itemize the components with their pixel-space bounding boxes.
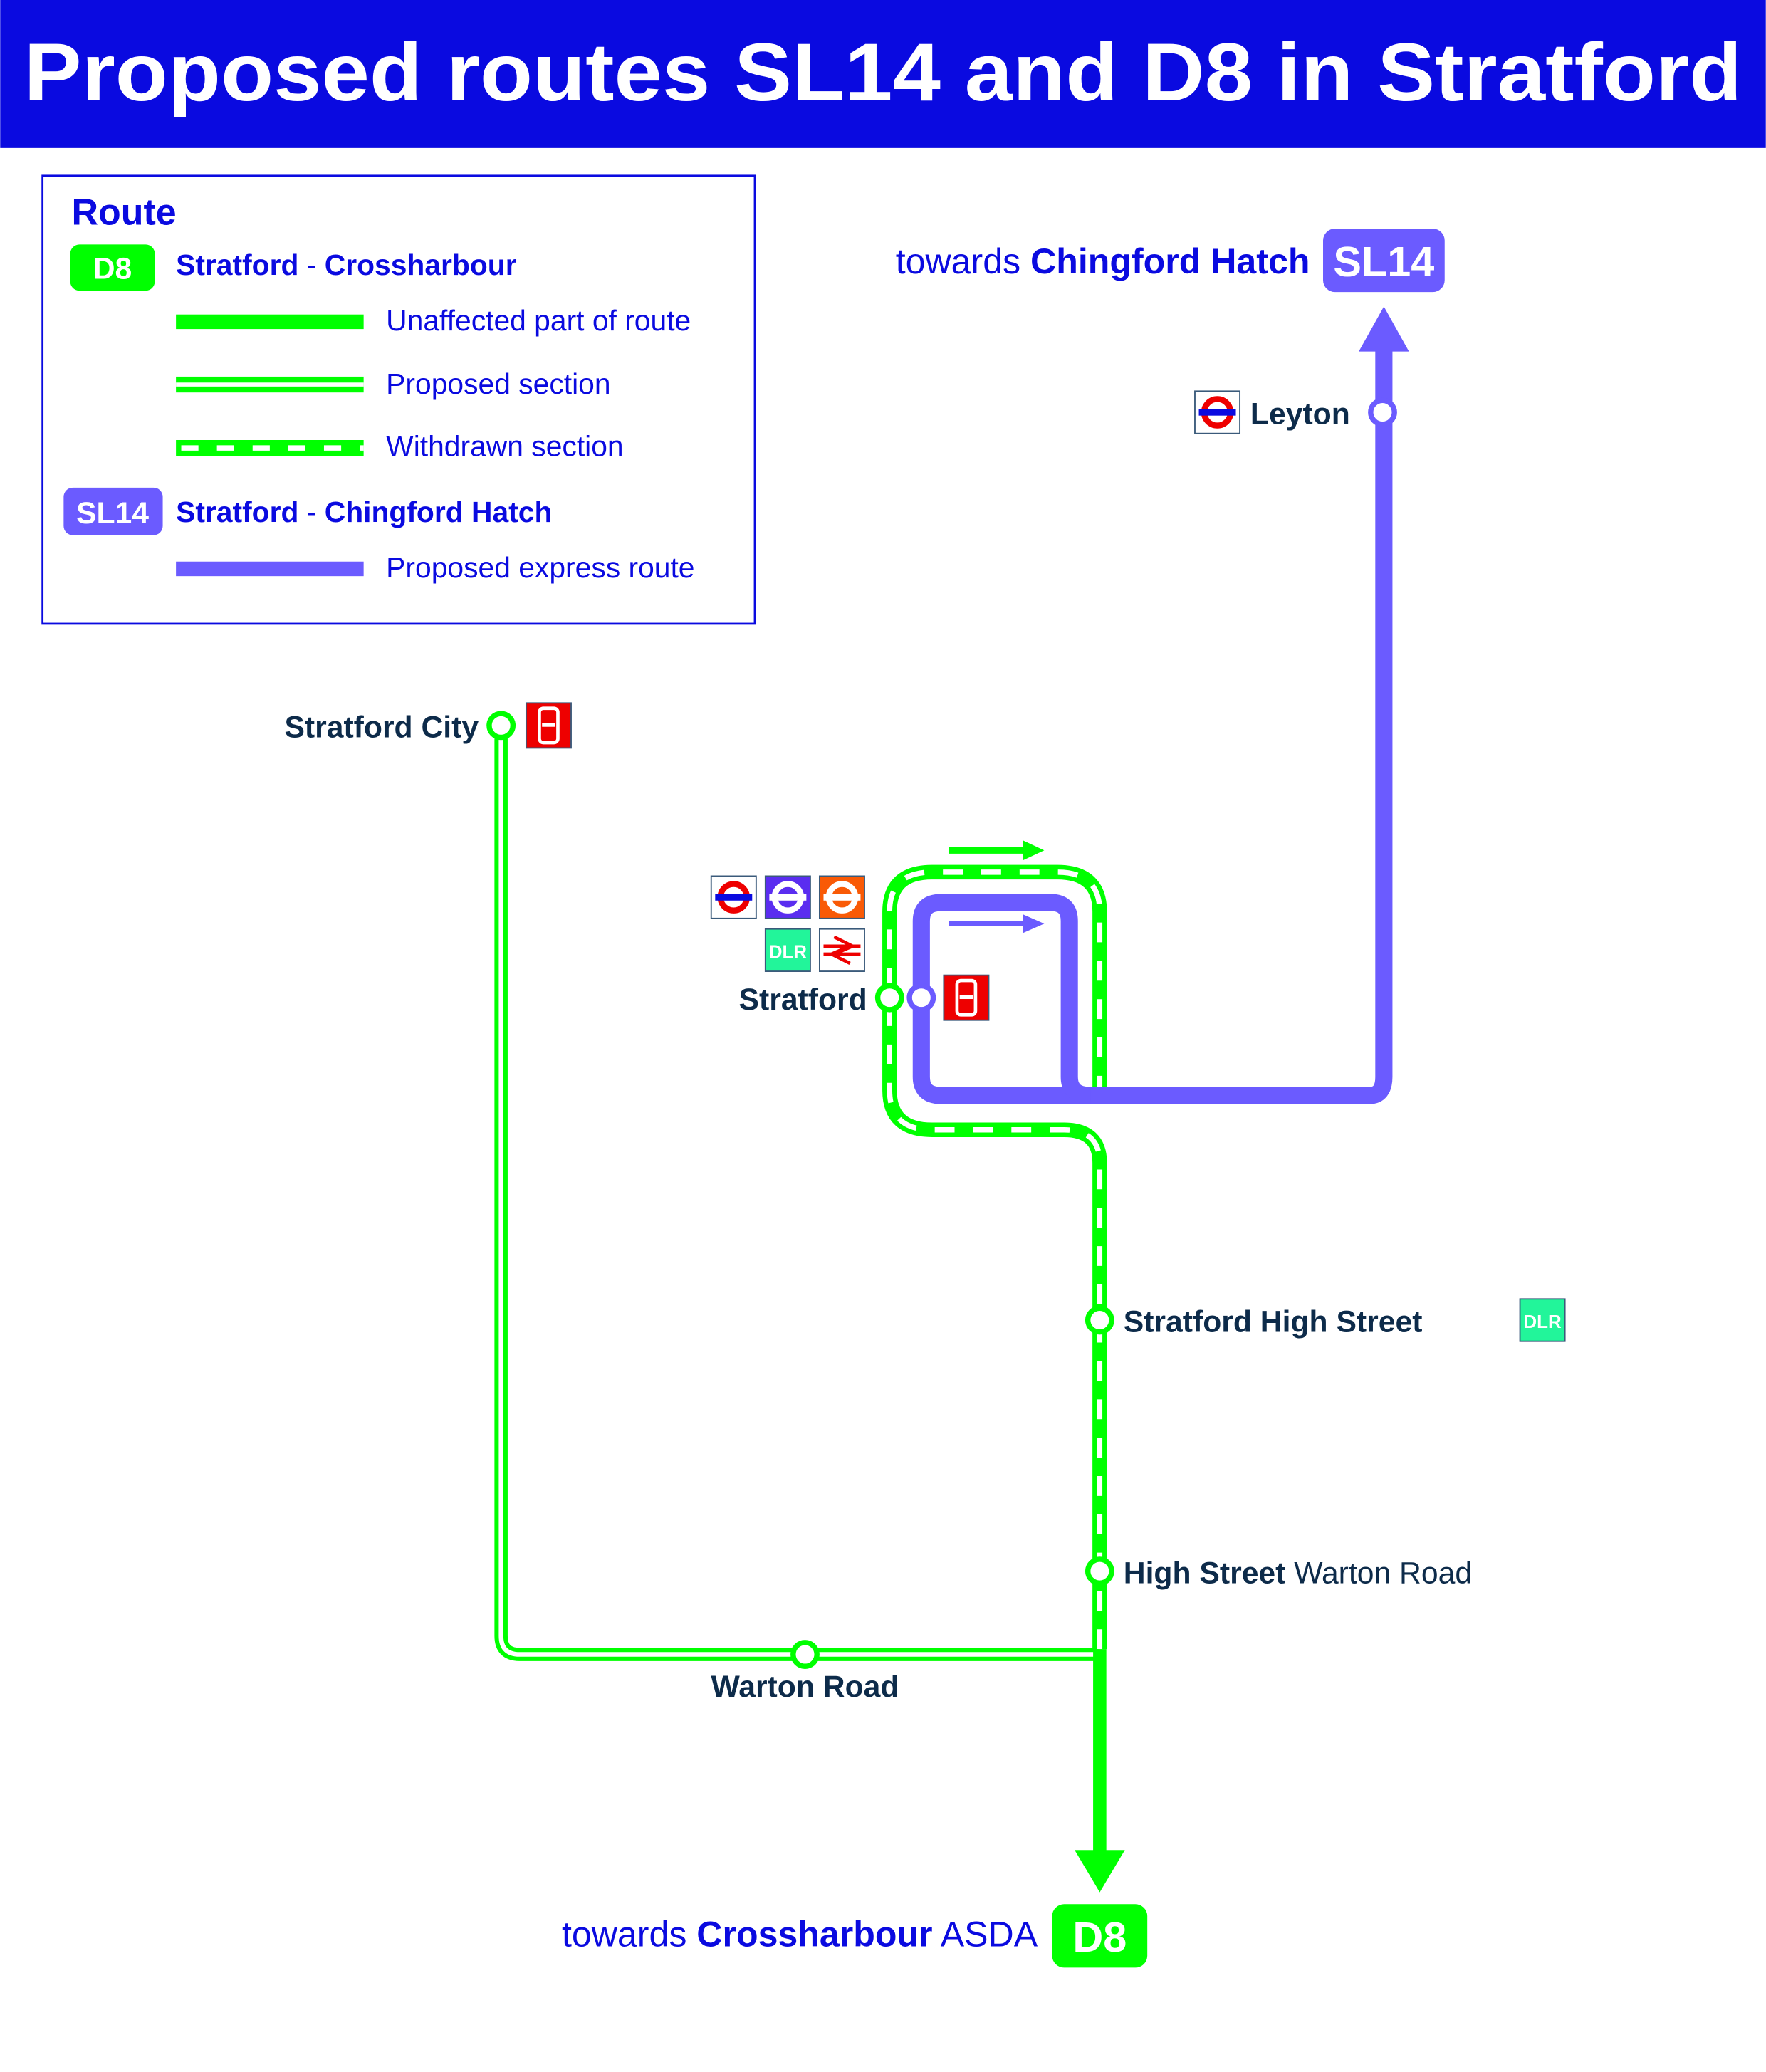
sl14-loop-direction-arrow	[949, 914, 1045, 933]
d8-loop-direction-arrow	[949, 840, 1045, 861]
dlr-icon: DLR	[764, 928, 811, 972]
elizabeth-line-icon	[764, 875, 811, 919]
label-stratford-city: Stratford City	[284, 711, 479, 745]
south-terminus-label: towards Crossharbour ASDA	[562, 1915, 1038, 1955]
legend-item-express: Proposed express route	[386, 551, 694, 584]
bus-station-icon	[525, 702, 572, 749]
label-leyton: Leyton	[1250, 397, 1350, 431]
label-high-street: High Street Warton Road	[1124, 1556, 1472, 1590]
label-stratford-high-street: Stratford High Street	[1124, 1305, 1423, 1339]
stop-high-street[interactable]	[1085, 1556, 1114, 1586]
legend-item-unaffected: Unaffected part of route	[386, 304, 691, 337]
sl14-express-route	[912, 340, 1393, 1104]
d8-badge	[70, 244, 155, 291]
national-rail-icon	[818, 928, 865, 972]
stop-stratford-city[interactable]	[486, 711, 516, 741]
d8-withdrawn-section	[882, 864, 1107, 1650]
d8-badge-label: D8	[93, 252, 132, 286]
d8-terminus-badge-label: D8	[1072, 1913, 1127, 1961]
underground-icon	[1194, 390, 1241, 434]
d8-unaffected-section	[1075, 1649, 1125, 1893]
legend-item-proposed: Proposed section	[386, 367, 610, 400]
sl14-terminus-badge-label: SL14	[1333, 238, 1434, 286]
stop-leyton[interactable]	[1368, 397, 1397, 427]
dlr-icon: DLR	[1519, 1298, 1566, 1342]
legend-heading: Route	[71, 192, 176, 233]
label-stratford: Stratford	[739, 983, 867, 1017]
stop-stratford-d8[interactable]	[874, 983, 904, 1013]
label-warton-road: Warton Road	[711, 1670, 899, 1704]
underground-icon	[710, 875, 757, 919]
stratford-interchange-icons: DLR	[710, 875, 990, 1021]
legend-solid-line	[176, 314, 364, 330]
legend-d8-route: Stratford - Crossharbour	[176, 248, 517, 281]
stop-stratford-sl14[interactable]	[906, 983, 936, 1013]
title-bar	[0, 0, 1766, 148]
stop-warton-road[interactable]	[790, 1640, 820, 1669]
svg-text:DLR: DLR	[1523, 1311, 1562, 1332]
d8-terminus-badge	[1052, 1904, 1148, 1968]
sl14-badge	[63, 487, 163, 535]
legend-sl14-route: Stratford - Chingford Hatch	[176, 496, 552, 528]
legend-purple-line	[176, 561, 364, 577]
north-terminus-label: towards Chingford Hatch	[896, 241, 1310, 281]
overground-icon	[818, 875, 865, 919]
stop-stratford-high-street[interactable]	[1085, 1305, 1114, 1335]
d8-proposed-section	[494, 725, 1100, 1661]
sl14-terminus-badge	[1323, 229, 1445, 293]
page-title: Proposed routes SL14 and D8 in Stratford	[24, 27, 1743, 118]
svg-text:DLR: DLR	[769, 941, 808, 963]
sl14-direction-arrow	[1359, 306, 1409, 352]
bus-station-icon	[943, 974, 990, 1021]
legend: Route D8 Stratford - Crossharbour Unaffe…	[41, 174, 756, 625]
legend-item-withdrawn: Withdrawn section	[386, 429, 623, 462]
sl14-badge-label: SL14	[76, 496, 149, 530]
d8-direction-arrow	[1075, 1850, 1125, 1893]
